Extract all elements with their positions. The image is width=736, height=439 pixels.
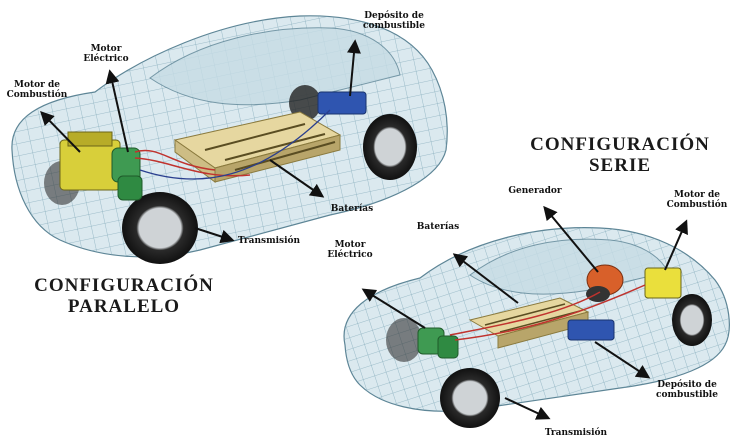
- parallel-rear-wheel: [363, 114, 417, 180]
- series-car: [343, 227, 730, 428]
- series-fuel-tank: [567, 319, 615, 341]
- arrow-series-batteries: [452, 253, 519, 304]
- arrow-series-generator: [543, 205, 599, 273]
- label-series-transmission: Transmisión: [544, 428, 608, 438]
- arrow-series-fuel: [594, 341, 651, 379]
- label-series-combustion-motor: Motor de Combustión: [666, 190, 728, 210]
- arrow-parallel-electric: [105, 69, 129, 153]
- arrow-parallel-transmission: [194, 227, 235, 244]
- parallel-combustion-engine: [59, 131, 121, 191]
- label-series-generator: Generador: [508, 186, 562, 196]
- parallel-fuel-tank: [317, 91, 367, 115]
- arrow-series-transmission: [504, 397, 551, 420]
- label-parallel-electric-motor: Motor Eléctrico: [83, 44, 129, 64]
- parallel-electric-motor: [111, 147, 143, 201]
- arrow-parallel-fuel: [346, 39, 361, 97]
- arrow-parallel-combustion: [40, 110, 81, 153]
- label-parallel-batteries: Baterías: [330, 204, 374, 214]
- series-front-wheel: [440, 368, 500, 428]
- parallel-front-wheel: [122, 192, 198, 264]
- series-combustion-engine: [644, 267, 682, 299]
- parallel-car: [11, 15, 448, 264]
- label-parallel-fuel-tank: Depósito de combustible: [363, 11, 425, 31]
- label-parallel-transmission: Transmisión: [237, 236, 301, 246]
- label-series-electric-motor: Motor Eléctrico: [327, 240, 373, 260]
- parallel-arrows: [40, 39, 361, 244]
- arrow-parallel-batteries: [269, 159, 325, 198]
- series-arrows: [361, 205, 688, 420]
- label-parallel-combustion-motor: Motor de Combustión: [6, 80, 68, 100]
- arrow-series-electric: [361, 288, 426, 329]
- label-series-batteries: Baterías: [416, 222, 460, 232]
- title-parallel-configuration: CONFIGURACIÓN PARALELO: [34, 275, 214, 317]
- series-generator: [586, 264, 624, 302]
- series-rear-wheel: [672, 294, 712, 346]
- series-electric-motor: [417, 327, 459, 359]
- title-series-configuration: CONFIGURACIÓN SERIE: [530, 134, 710, 176]
- arrow-series-combustion: [664, 219, 688, 271]
- label-series-fuel-tank: Depósito de combustible: [656, 380, 718, 400]
